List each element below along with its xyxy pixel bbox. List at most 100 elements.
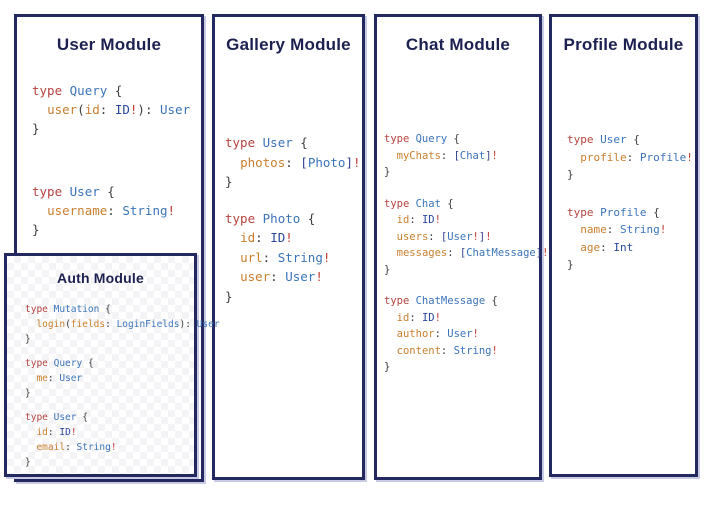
code-block: type User { profile: Profile!} [567,131,695,184]
code-line: type Profile { [567,204,695,222]
chat-module-panel: Chat Module type Query { myChats: [Chat]… [374,14,548,480]
code-block: type ChatMessage { id: ID! author: User!… [384,293,539,376]
code-token: type [384,295,416,307]
code-line: type Photo { [225,209,362,229]
code-token: User [59,373,83,384]
code-token: ! [322,249,331,265]
code-line: id: ID! [384,212,539,229]
code-token: : [255,230,271,245]
code-token: User [53,412,83,423]
code-token: : [262,249,278,265]
code-token: type [32,184,70,199]
user-module-title: User Module [56,35,162,54]
auth-module-code: type Mutation { login(fields: LoginField… [25,302,220,470]
code-token: Photo [262,210,308,226]
chat-module-title: Chat Module [405,35,511,54]
code-token: User [285,269,316,284]
code-token: ] [478,230,486,243]
code-line: } [225,287,362,307]
auth-module-panel: Auth Module type Mutation { login(fields… [4,253,220,477]
code-token: User [196,319,220,330]
code-line: age: Int [567,239,695,257]
code-block: type Mutation { login(fields: LoginField… [25,302,220,347]
code-token: } [567,168,574,181]
code-line: type Query { [32,81,201,100]
code-token: Profile [639,150,687,164]
code-token: ] [345,154,353,170]
code-token: ID [59,427,71,438]
code-line: type User { [567,131,695,149]
user-module-code: type Query { user(id: ID!): User}type Us… [32,81,201,239]
code-token: [ [459,247,467,259]
code-line: user(id: ID!): User [32,100,201,119]
code-token: : [626,150,640,164]
code-token: : [99,102,115,117]
code-token: } [567,258,574,271]
code-line: } [567,256,695,274]
code-token: ] [535,247,543,259]
code-token: [ [453,149,460,162]
profile-module-title: Profile Module [563,35,684,54]
code-token [384,328,397,340]
code-token: ! [472,230,479,243]
code-token: ! [542,247,549,259]
code-line: type User { [25,410,194,425]
code-token [225,230,240,245]
code-token: profile [580,150,627,164]
code-token [32,102,47,117]
code-line: me: User [25,371,194,386]
code-line: name: String! [567,221,695,239]
gallery-module-code: type User { photos: [Photo]!} type Photo … [225,133,362,306]
code-token: } [384,263,391,276]
code-token: ! [110,442,117,453]
code-token: { [653,205,660,219]
code-token: : [440,149,454,162]
code-token: type [25,358,54,369]
code-line: myChats: [Chat]! [384,148,539,165]
code-token: user [240,269,271,284]
code-token [567,241,580,254]
code-block: type User { username: String!} [32,182,201,239]
code-token: email [36,442,66,453]
code-token: Chat [415,197,448,210]
code-token: : [434,328,448,340]
code-token: ! [485,230,492,243]
code-block: type Chat { id: ID! users: [User!]! mess… [384,196,548,279]
code-token: : [47,373,60,384]
code-block: type Query { user(id: ID!): User} [32,81,201,138]
code-line: type Query { [384,131,539,148]
code-block: type User { photos: [Photo]!} [225,133,362,192]
code-token: ID [421,311,435,324]
code-line: } [384,359,539,376]
code-token: } [32,121,40,136]
code-token: ! [129,102,138,117]
code-token: ! [686,150,693,164]
auth-module-title: Auth Module [57,270,144,286]
code-line: users: [User!]! [384,229,539,246]
code-token: String [76,442,111,453]
code-line: } [225,172,362,192]
code-token: ! [285,230,293,245]
code-token: String [620,223,660,236]
code-token: } [225,288,233,304]
code-token: type [32,83,70,98]
code-token: { [307,210,316,226]
code-token: id [396,214,410,226]
code-line: type ChatMessage { [384,293,539,310]
code-line: } [384,164,539,181]
code-line: photos: [Photo]! [225,153,362,173]
code-token: { [447,197,454,210]
code-line: email: String! [25,440,194,455]
code-token: Query [69,83,115,98]
code-token: : [107,203,123,218]
code-token: name [580,223,607,236]
code-line: type Chat { [384,196,539,213]
code-token: myChats [396,149,441,162]
code-token: } [32,222,40,237]
code-token: : [600,240,614,254]
code-token: type [567,133,601,146]
code-token: } [25,334,31,345]
code-token: ! [70,427,77,438]
code-line: id: ID! [25,425,194,440]
code-token: : [285,154,301,170]
